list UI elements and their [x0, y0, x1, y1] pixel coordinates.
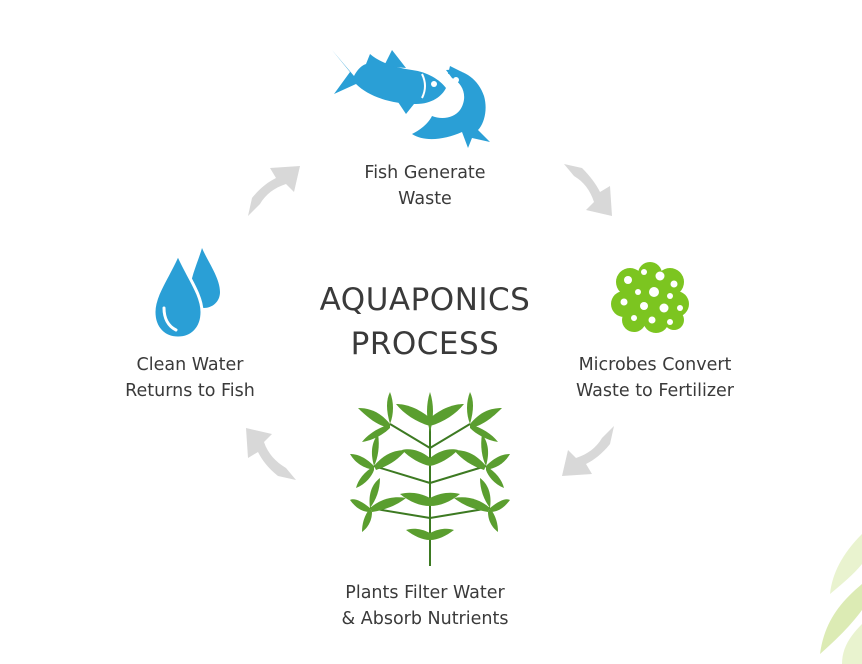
microbes-icon	[611, 262, 689, 333]
step-plants-line-2: & Absorb Nutrients	[341, 609, 509, 629]
step-microbes-label: Microbes Convert Waste to Fertilizer	[545, 352, 765, 404]
plant-icon	[350, 392, 510, 566]
step-water-label: Clean Water Returns to Fish	[90, 352, 290, 404]
water-drops-icon	[152, 248, 220, 340]
title-line-1: AQUAPONICS	[319, 282, 531, 318]
step-fish-line-2: Waste	[398, 189, 452, 209]
step-microbes-line-2: Waste to Fertilizer	[575, 381, 734, 401]
title-line-2: PROCESS	[350, 326, 500, 362]
step-plants-label: Plants Filter Water & Absorb Nutrients	[315, 580, 535, 632]
arrow-fish-to-microbes-icon	[564, 164, 612, 216]
decorative-leaf-icon	[820, 534, 862, 664]
step-water-line-2: Returns to Fish	[125, 381, 255, 401]
step-fish-label: Fish Generate Waste	[320, 160, 530, 212]
arrow-microbes-to-plants-icon	[562, 426, 614, 476]
arrow-water-to-fish-icon	[248, 166, 300, 216]
step-water-line-1: Clean Water	[136, 355, 244, 375]
step-plants-line-1: Plants Filter Water	[345, 583, 505, 603]
step-fish-line-1: Fish Generate	[364, 163, 486, 183]
diagram-title: AQUAPONICS PROCESS	[275, 278, 575, 366]
arrow-plants-to-water-icon	[246, 428, 296, 480]
step-microbes-line-1: Microbes Convert	[578, 355, 732, 375]
fish-icon	[332, 50, 490, 148]
